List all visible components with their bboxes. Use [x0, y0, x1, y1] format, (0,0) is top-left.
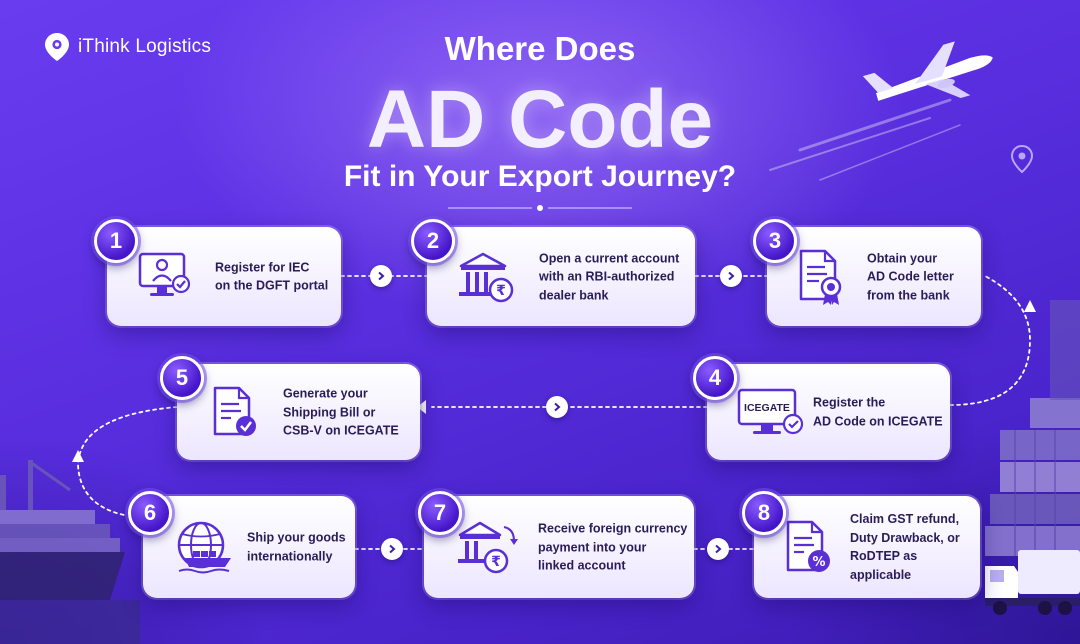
arrow-right-icon: [720, 265, 742, 287]
title-line-2: AD Code: [366, 74, 714, 165]
brand-logo: iThink Logistics: [44, 31, 211, 63]
step-badge-1: 1: [94, 219, 138, 263]
step-card-1: Register for IEC on the DGFT portal: [107, 227, 341, 326]
step-card-8: % Claim GST refund, Duty Drawback, or Ro…: [754, 496, 980, 598]
step-card-3: Obtain your AD Code letter from the bank: [767, 227, 981, 326]
step-card-5: Generate your Shipping Bill or CSB-V on …: [177, 364, 420, 460]
arrow-right-icon: [381, 538, 403, 560]
step-1-text: Register for IEC on the DGFT portal: [215, 260, 329, 293]
airplane-icon: [862, 41, 993, 101]
globe-ship-icon: [177, 521, 231, 574]
step-7-text: Receive foreign currency payment into yo…: [538, 521, 688, 573]
step-card-6: Ship your goods internationally: [143, 496, 355, 598]
arrow-right-icon: [370, 265, 392, 287]
location-pin-logo-icon: [45, 33, 69, 61]
monitor-check-icon: ICEGATE: [737, 388, 804, 435]
arrow-right-icon: [546, 396, 568, 418]
document-percent-icon: %: [786, 520, 830, 572]
step-8-text: Claim GST refund, Duty Drawback, or RoDT…: [850, 512, 960, 582]
step-6-text: Ship your goods internationally: [247, 530, 346, 564]
arrow-right-icon: [707, 538, 729, 560]
title-line-1: Where Does: [444, 30, 636, 67]
bank-exchange-icon: ₹: [458, 521, 518, 574]
arrowhead-icon: [417, 400, 426, 414]
step-badge-2: 2: [411, 219, 455, 263]
arrowhead-icon: [1024, 300, 1036, 312]
step-badge-7: 7: [418, 491, 462, 535]
step-badge-3: 3: [753, 219, 797, 263]
step-2-text: Open a current account with an RBI-autho…: [539, 250, 680, 302]
step-card-7: ₹ Receive foreign currency payment into …: [424, 496, 694, 598]
svg-text:₹: ₹: [496, 283, 506, 299]
arrowhead-icon: [72, 450, 84, 462]
step-4-text: Register the AD Code on ICEGATE: [813, 395, 943, 429]
truck-icon: [985, 550, 1080, 615]
step-badge-4: 4: [693, 356, 737, 400]
step-card-2: ₹ Open a current account with an RBI-aut…: [427, 227, 695, 326]
bank-rupee-icon: ₹: [459, 252, 514, 302]
step-badge-6: 6: [128, 491, 172, 535]
document-check-icon: [213, 386, 256, 436]
certificate-document-icon: [799, 249, 842, 305]
step-badge-8: 8: [742, 491, 786, 535]
step-badge-5: 5: [160, 356, 204, 400]
monitor-user-check-icon: [138, 252, 191, 296]
map-pin-icon: [1010, 144, 1034, 174]
icegate-icon-label: ICEGATE: [744, 402, 790, 414]
brand-name: iThink Logistics: [78, 36, 212, 57]
svg-text:₹: ₹: [491, 554, 501, 570]
svg-text:%: %: [812, 555, 825, 570]
step-card-4: ICEGATE Register the AD Code on ICEGATE: [707, 364, 950, 460]
step-5-text: Generate your Shipping Bill or CSB-V on …: [283, 386, 399, 438]
step-3-text: Obtain your AD Code letter from the bank: [867, 250, 954, 302]
title-line-3: Fit in Your Export Journey?: [343, 160, 737, 193]
title-divider: [448, 205, 632, 211]
